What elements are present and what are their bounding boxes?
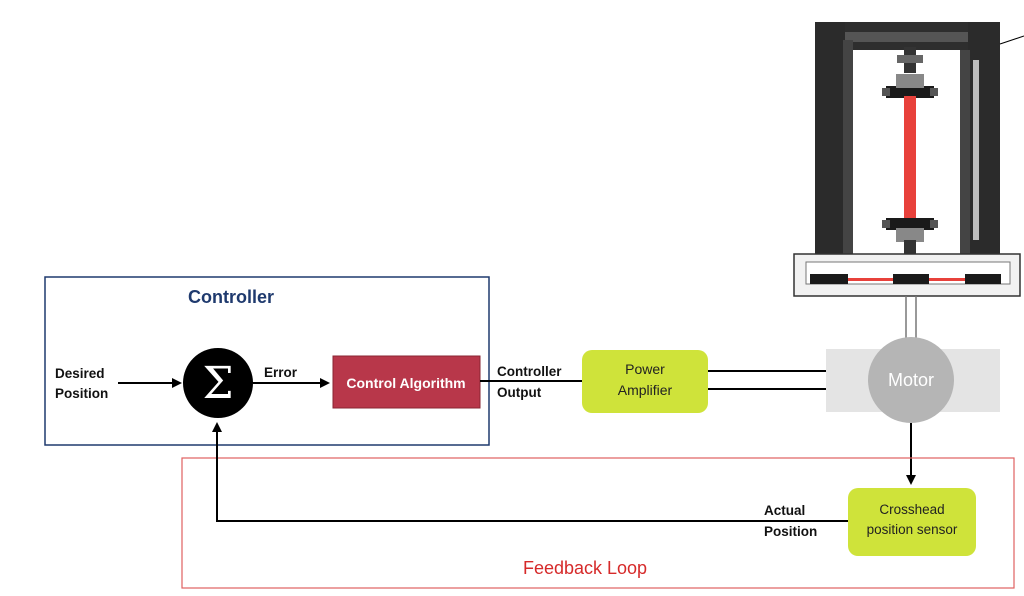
motor-circle xyxy=(868,337,954,423)
control-algorithm-block xyxy=(332,355,481,409)
power-amplifier-block xyxy=(582,350,708,413)
desired-position-label-line2: Position xyxy=(55,386,108,401)
actual-position-label-line1: Actual xyxy=(764,503,805,518)
testing-machine-illustration xyxy=(793,22,1024,346)
power-amplifier-label-line2: Amplifier xyxy=(618,382,673,398)
controller-output-label-line2: Output xyxy=(497,385,542,400)
desired-position-label-line1: Desired xyxy=(55,366,105,381)
controller-output-label-line1: Controller xyxy=(497,364,562,379)
feedback-path-arrow xyxy=(212,422,848,522)
feedback-loop-box xyxy=(181,457,1015,589)
feedback-loop-title: Feedback Loop xyxy=(523,558,647,578)
controller-box xyxy=(44,276,490,446)
crosshead-sensor-label-line2: position sensor xyxy=(867,522,958,537)
controller-title: Controller xyxy=(188,287,274,307)
crosshead-sensor-block xyxy=(848,488,976,556)
motor-label: Motor xyxy=(888,370,934,390)
crosshead-sensor-label-line1: Crosshead xyxy=(879,502,944,517)
error-label: Error xyxy=(264,365,298,380)
specimen xyxy=(904,96,916,220)
summing-junction xyxy=(183,348,253,418)
sigma-symbol: Σ xyxy=(202,358,233,409)
actual-position-label-line2: Position xyxy=(764,524,817,539)
control-algorithm-label: Control Algorithm xyxy=(346,375,465,391)
power-amplifier-label-line1: Power xyxy=(625,361,665,377)
